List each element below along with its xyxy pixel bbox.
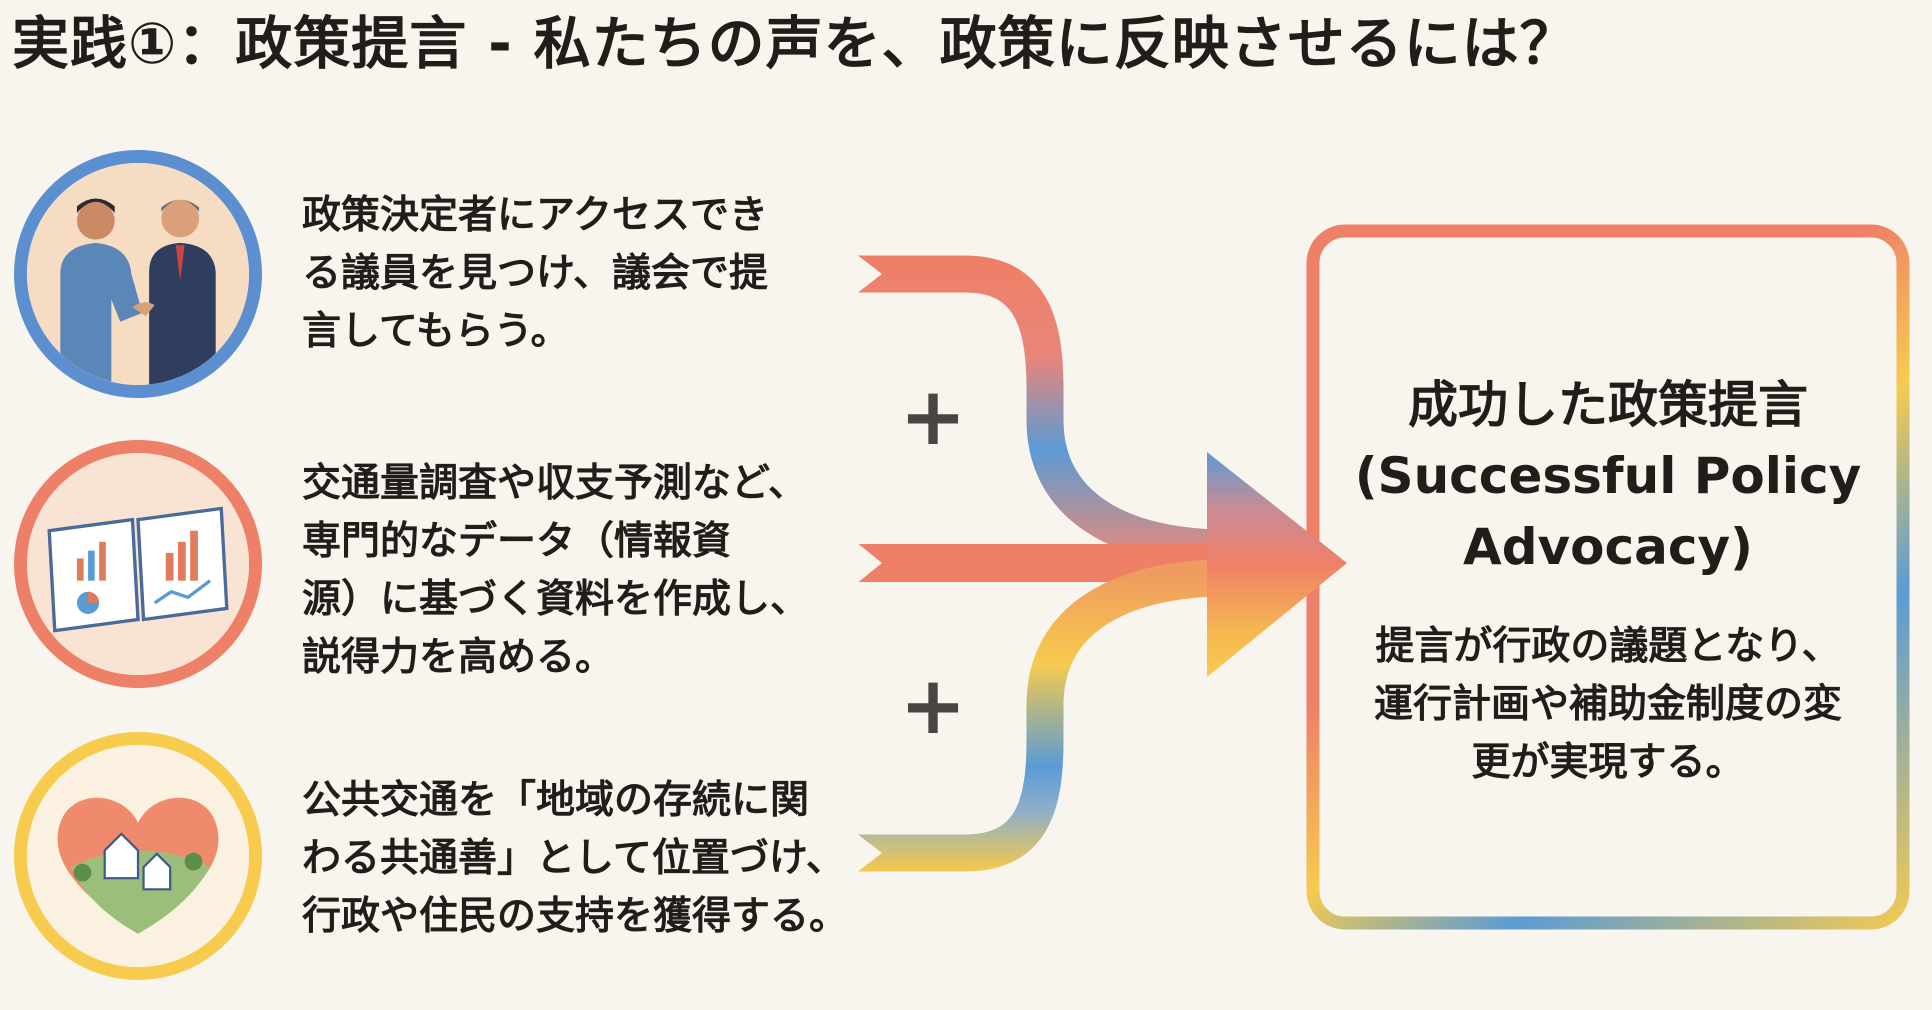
input-text-data-evidence: 交通量調査や収支予測など、 専門的なデータ（情報資 源）に基づく資料を作成し、 …	[302, 455, 809, 687]
result-body-line: 更が実現する。	[1471, 740, 1745, 785]
community-heart-icon	[27, 745, 249, 967]
result-title-line: 成功した政策提言	[1408, 376, 1808, 434]
text-line: る議員を見つけ、議会で提	[302, 251, 769, 296]
text-line: 源）に基づく資料を作成し、	[302, 577, 810, 622]
text-line: 公共交通を「地域の存続に関	[302, 778, 810, 823]
page-title: 実践①：政策提言 - 私たちの声を、政策に反映させるには？	[12, 11, 1578, 77]
text-line: 交通量調査や収支予測など、	[302, 461, 808, 506]
handshake-icon	[27, 163, 249, 385]
input-text-common-good: 公共交通を「地域の存続に関 わる共通善」として位置づけ、 行政や住民の支持を獲得…	[302, 772, 848, 946]
handshake-illustration	[14, 150, 262, 398]
text-line: わる共通善」として位置づけ、	[302, 836, 845, 881]
arrow-top	[858, 255, 1216, 567]
arrow-head	[1207, 452, 1347, 677]
plus-icon: +	[899, 370, 967, 463]
result-title: 成功した政策提言 (Successful Policy Advocacy)	[1320, 370, 1896, 583]
arrow-bottom	[858, 559, 1216, 872]
community-heart-illustration	[14, 732, 262, 980]
text-line: 専門的なデータ（情報資	[302, 519, 732, 564]
arrow-tail-notch	[856, 833, 882, 873]
data-report-illustration	[14, 440, 262, 688]
result-body-line: 提言が行政の議題となり、	[1375, 624, 1841, 669]
result-description: 提言が行政の議題となり、 運行計画や補助金制度の変 更が実現する。	[1320, 618, 1896, 792]
result-body-line: 運行計画や補助金制度の変	[1373, 682, 1842, 727]
arrow-tail-notch	[856, 254, 882, 294]
text-line: 説得力を高める。	[302, 635, 615, 680]
data-report-icon	[27, 453, 249, 675]
result-title-line: (Successful Policy	[1354, 447, 1862, 505]
text-line: 行政や住民の支持を獲得する。	[302, 894, 849, 939]
text-line: 言してもらう。	[302, 309, 570, 354]
input-text-access-legislators: 政策決定者にアクセスでき る議員を見つけ、議会で提 言してもらう。	[302, 187, 768, 361]
text-line: 政策決定者にアクセスでき	[302, 193, 769, 238]
arrow-tail-notch	[856, 542, 882, 584]
result-title-line: Advocacy)	[1463, 518, 1753, 576]
plus-icon: +	[899, 659, 967, 752]
